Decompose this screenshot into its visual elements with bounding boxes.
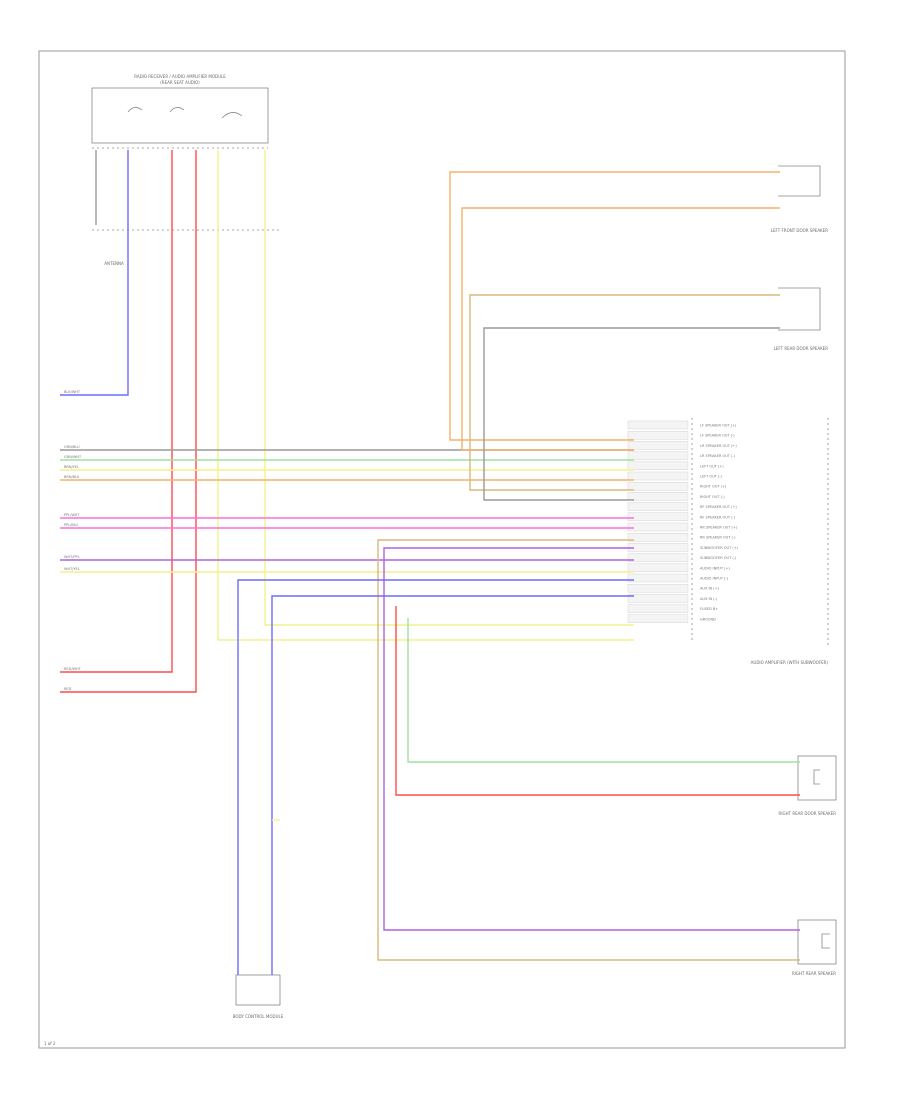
amp-pin-label: LR SPEAKER OUT (-) bbox=[700, 454, 736, 458]
rear-door-wire-red bbox=[395, 606, 800, 796]
right-rear-speaker-label: RIGHT REAR SPEAKER bbox=[792, 971, 836, 976]
amp-pin-label: RR SPEAKER OUT (+) bbox=[700, 526, 738, 530]
amp-pin-row bbox=[627, 614, 689, 623]
amp-pin-label: RR SPEAKER OUT (-) bbox=[700, 536, 736, 540]
radio-module-subtitle: (REAR SEAT AUDIO) bbox=[160, 80, 200, 85]
radio-module-box bbox=[91, 87, 269, 144]
amp-pin-row bbox=[627, 451, 689, 460]
rear-door-speaker-symbol bbox=[797, 755, 837, 801]
module-internal-switch bbox=[127, 107, 243, 119]
amp-pin-row bbox=[627, 604, 689, 613]
left-wire-tag: GRN/BLU bbox=[64, 445, 80, 449]
amp-pin-label: AUX IN (-) bbox=[700, 597, 718, 601]
amp-pin-row bbox=[627, 553, 689, 562]
left-wire-tag: PPL/BLU bbox=[64, 523, 79, 527]
lf-speaker-wire-pos bbox=[449, 171, 780, 441]
bottom-module-wire-blue bbox=[271, 595, 634, 975]
amp-pin-label: RIGHT OUT (+) bbox=[700, 485, 727, 489]
left-wire-tag: PPL/WHT bbox=[64, 513, 80, 517]
module-yellow-wire bbox=[217, 150, 634, 641]
rear-door-speaker-cone bbox=[813, 769, 820, 785]
amp-pin-row bbox=[627, 543, 689, 552]
amp-pin-row bbox=[627, 512, 689, 521]
lr-speaker-wire-neg bbox=[483, 327, 780, 501]
amp-pin-label: FUSED B+ bbox=[700, 607, 718, 611]
amplifier-label: AUDIO AMPLIFIER (WITH SUBWOOFER) bbox=[751, 660, 829, 665]
left-rear-speaker-symbol bbox=[778, 287, 821, 331]
diagram-frame bbox=[38, 50, 846, 1049]
rear-door-speaker-label: RIGHT REAR DOOR SPEAKER bbox=[779, 811, 837, 816]
amp-pin-row bbox=[627, 471, 689, 481]
right-rear-speaker-cone bbox=[821, 933, 830, 949]
antenna-label: ANTENNA bbox=[104, 261, 124, 266]
amp-pin-row bbox=[627, 533, 689, 542]
amp-pin-label: GROUND bbox=[700, 617, 716, 621]
amp-pin-row bbox=[627, 420, 689, 430]
right-rear-speaker-symbol bbox=[797, 919, 837, 965]
amp-pin-row bbox=[627, 441, 689, 450]
amp-pin-row bbox=[627, 431, 689, 440]
amp-pin-label: RIGHT OUT (-) bbox=[700, 495, 725, 499]
left-front-speaker-symbol bbox=[778, 165, 821, 197]
left-wire-tag: WHT/PPL bbox=[64, 555, 80, 559]
amp-pin-row bbox=[627, 563, 689, 572]
left-wire-tag: RED bbox=[64, 687, 72, 691]
left-wire-tag: BRN/BLU bbox=[64, 475, 80, 479]
bottom-module-box bbox=[235, 974, 281, 1006]
left-wire-tag: BRN/YEL bbox=[64, 465, 79, 469]
amp-pin-label: LF SPEAKER OUT (-) bbox=[700, 434, 735, 438]
amp-pin-row bbox=[627, 584, 689, 593]
module-yellow-wire-b bbox=[264, 150, 634, 626]
rear-door-wire-green bbox=[407, 618, 800, 763]
amp-pin-label: SUBWOOFER OUT (-) bbox=[700, 556, 737, 560]
rear-speaker-wire-violet bbox=[383, 547, 800, 931]
amp-pin-label: LEFT OUT (+) bbox=[700, 464, 724, 468]
amp-pin-label: LF SPEAKER OUT (+) bbox=[700, 424, 737, 428]
radio-module-title: RADIO RECEIVER / AUDIO AMPLIFIER MODULE bbox=[134, 74, 226, 79]
amp-pin-row bbox=[627, 502, 689, 511]
left-wire-tag: GRN/WHT bbox=[64, 455, 82, 459]
module-power-wire-a bbox=[60, 150, 173, 673]
lf-speaker-wire-neg bbox=[461, 207, 780, 451]
amp-pin-label: LR SPEAKER OUT (+) bbox=[700, 444, 737, 448]
amp-pin-label: SUBWOOFER OUT (+) bbox=[700, 546, 739, 550]
amp-pin-row bbox=[627, 522, 689, 532]
left-wire-tag: WHT/YEL bbox=[64, 567, 80, 571]
left-wire-tag: BLK/WHT bbox=[64, 390, 81, 394]
amp-pin-label: AUX IN (+) bbox=[700, 587, 720, 591]
bottom-module-wire-blue-b bbox=[237, 579, 634, 975]
left-wire-tag: RED/WHT bbox=[64, 667, 82, 671]
left-front-speaker-label: LEFT FRONT DOOR SPEAKER bbox=[771, 228, 828, 233]
amp-pin-label: RF SPEAKER OUT (-) bbox=[700, 515, 736, 519]
amp-pin-row bbox=[627, 461, 689, 470]
amp-pin-row bbox=[627, 573, 689, 583]
amp-pin-row bbox=[627, 492, 689, 501]
amp-pin-row bbox=[627, 594, 689, 603]
rear-speaker-wire-tan bbox=[377, 539, 800, 961]
module-antenna-wire bbox=[60, 150, 129, 396]
amp-pin-label: AUDIO INPUT (+) bbox=[700, 566, 730, 570]
lr-speaker-wire-pos bbox=[469, 294, 780, 491]
left-rear-speaker-label: LEFT REAR DOOR SPEAKER bbox=[774, 346, 829, 351]
module-power-wire-b bbox=[60, 150, 197, 693]
bottom-module-label: BODY CONTROL MODULE bbox=[233, 1014, 284, 1019]
amp-pin-row bbox=[627, 482, 689, 491]
amp-pin-label: RF SPEAKER OUT (+) bbox=[700, 505, 737, 509]
amp-pin-label: AUDIO INPUT (-) bbox=[700, 577, 729, 581]
amp-pin-label: LEFT OUT (-) bbox=[700, 475, 723, 479]
page-number: 1 of 2 bbox=[44, 1041, 56, 1046]
